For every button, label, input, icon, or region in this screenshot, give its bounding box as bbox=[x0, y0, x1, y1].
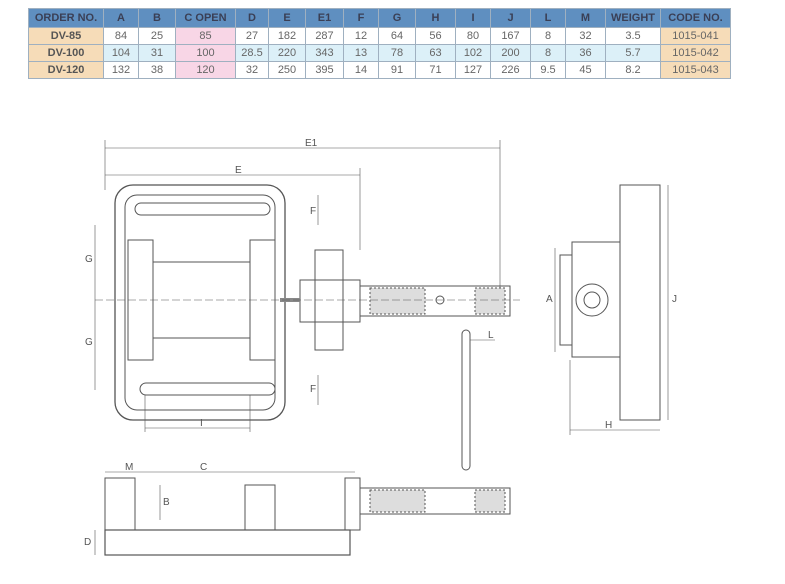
dim-label-B: B bbox=[163, 497, 170, 508]
side-view bbox=[554, 184, 669, 435]
dim-label-E1: E1 bbox=[305, 138, 318, 149]
table-cell: 9.5 bbox=[530, 61, 566, 79]
table-cell: 32 bbox=[565, 27, 606, 45]
dim-label-F: F bbox=[310, 206, 316, 217]
table-cell: 287 bbox=[305, 27, 344, 45]
table-cell: 1015-041 bbox=[660, 27, 731, 45]
table-cell: 102 bbox=[455, 44, 491, 62]
table-cell: 85 bbox=[175, 27, 236, 45]
table-cell: 226 bbox=[490, 61, 531, 79]
column-header: F bbox=[343, 8, 379, 28]
table-cell: DV-120 bbox=[28, 61, 104, 79]
dim-label-M: M bbox=[125, 462, 133, 473]
front-view bbox=[94, 471, 511, 556]
dim-label-G: G bbox=[85, 254, 93, 265]
table-cell: 127 bbox=[455, 61, 491, 79]
table-cell: 1015-043 bbox=[660, 61, 731, 79]
dim-label-L: L bbox=[488, 330, 494, 341]
column-header: D bbox=[235, 8, 269, 28]
table-cell: 91 bbox=[378, 61, 416, 79]
dim-label-F: F bbox=[310, 384, 316, 395]
table-cell: 36 bbox=[565, 44, 606, 62]
dim-label-C: C bbox=[200, 462, 207, 473]
table-cell: 5.7 bbox=[605, 44, 661, 62]
column-header: A bbox=[103, 8, 139, 28]
table-cell: DV-100 bbox=[28, 44, 104, 62]
table-cell: 28.5 bbox=[235, 44, 269, 62]
column-header: L bbox=[530, 8, 566, 28]
dim-label-D: D bbox=[84, 537, 91, 548]
table-cell: 38 bbox=[138, 61, 176, 79]
table-cell: 45 bbox=[565, 61, 606, 79]
table-cell: 14 bbox=[343, 61, 379, 79]
column-header: G bbox=[378, 8, 416, 28]
column-header: H bbox=[415, 8, 456, 28]
table-cell: 250 bbox=[268, 61, 306, 79]
column-header: M bbox=[565, 8, 606, 28]
table-cell: 78 bbox=[378, 44, 416, 62]
top-view bbox=[94, 140, 520, 432]
table-cell: 1015-042 bbox=[660, 44, 731, 62]
column-header: WEIGHT bbox=[605, 8, 661, 28]
dim-label-G: G bbox=[85, 337, 93, 348]
dim-label-J: J bbox=[672, 294, 677, 305]
dimension-labels: E1 E F G G F I A J H L M C B D bbox=[84, 138, 677, 548]
table-cell: 8.2 bbox=[605, 61, 661, 79]
dim-label-A: A bbox=[546, 294, 553, 305]
handle-view bbox=[461, 329, 495, 471]
dim-label-E: E bbox=[235, 165, 242, 176]
column-header: C OPEN bbox=[175, 8, 236, 28]
table-cell: 120 bbox=[175, 61, 236, 79]
dim-label-I: I bbox=[200, 418, 203, 429]
table-cell: 220 bbox=[268, 44, 306, 62]
column-header: ORDER NO. bbox=[28, 8, 104, 28]
column-header: CODE NO. bbox=[660, 8, 731, 28]
table-cell: DV-85 bbox=[28, 27, 104, 45]
table-cell: 200 bbox=[490, 44, 531, 62]
table-cell: 104 bbox=[103, 44, 139, 62]
column-header: E1 bbox=[305, 8, 344, 28]
dim-label-H: H bbox=[605, 420, 612, 431]
table-cell: 132 bbox=[103, 61, 139, 79]
table-cell: 13 bbox=[343, 44, 379, 62]
table-cell: 182 bbox=[268, 27, 306, 45]
